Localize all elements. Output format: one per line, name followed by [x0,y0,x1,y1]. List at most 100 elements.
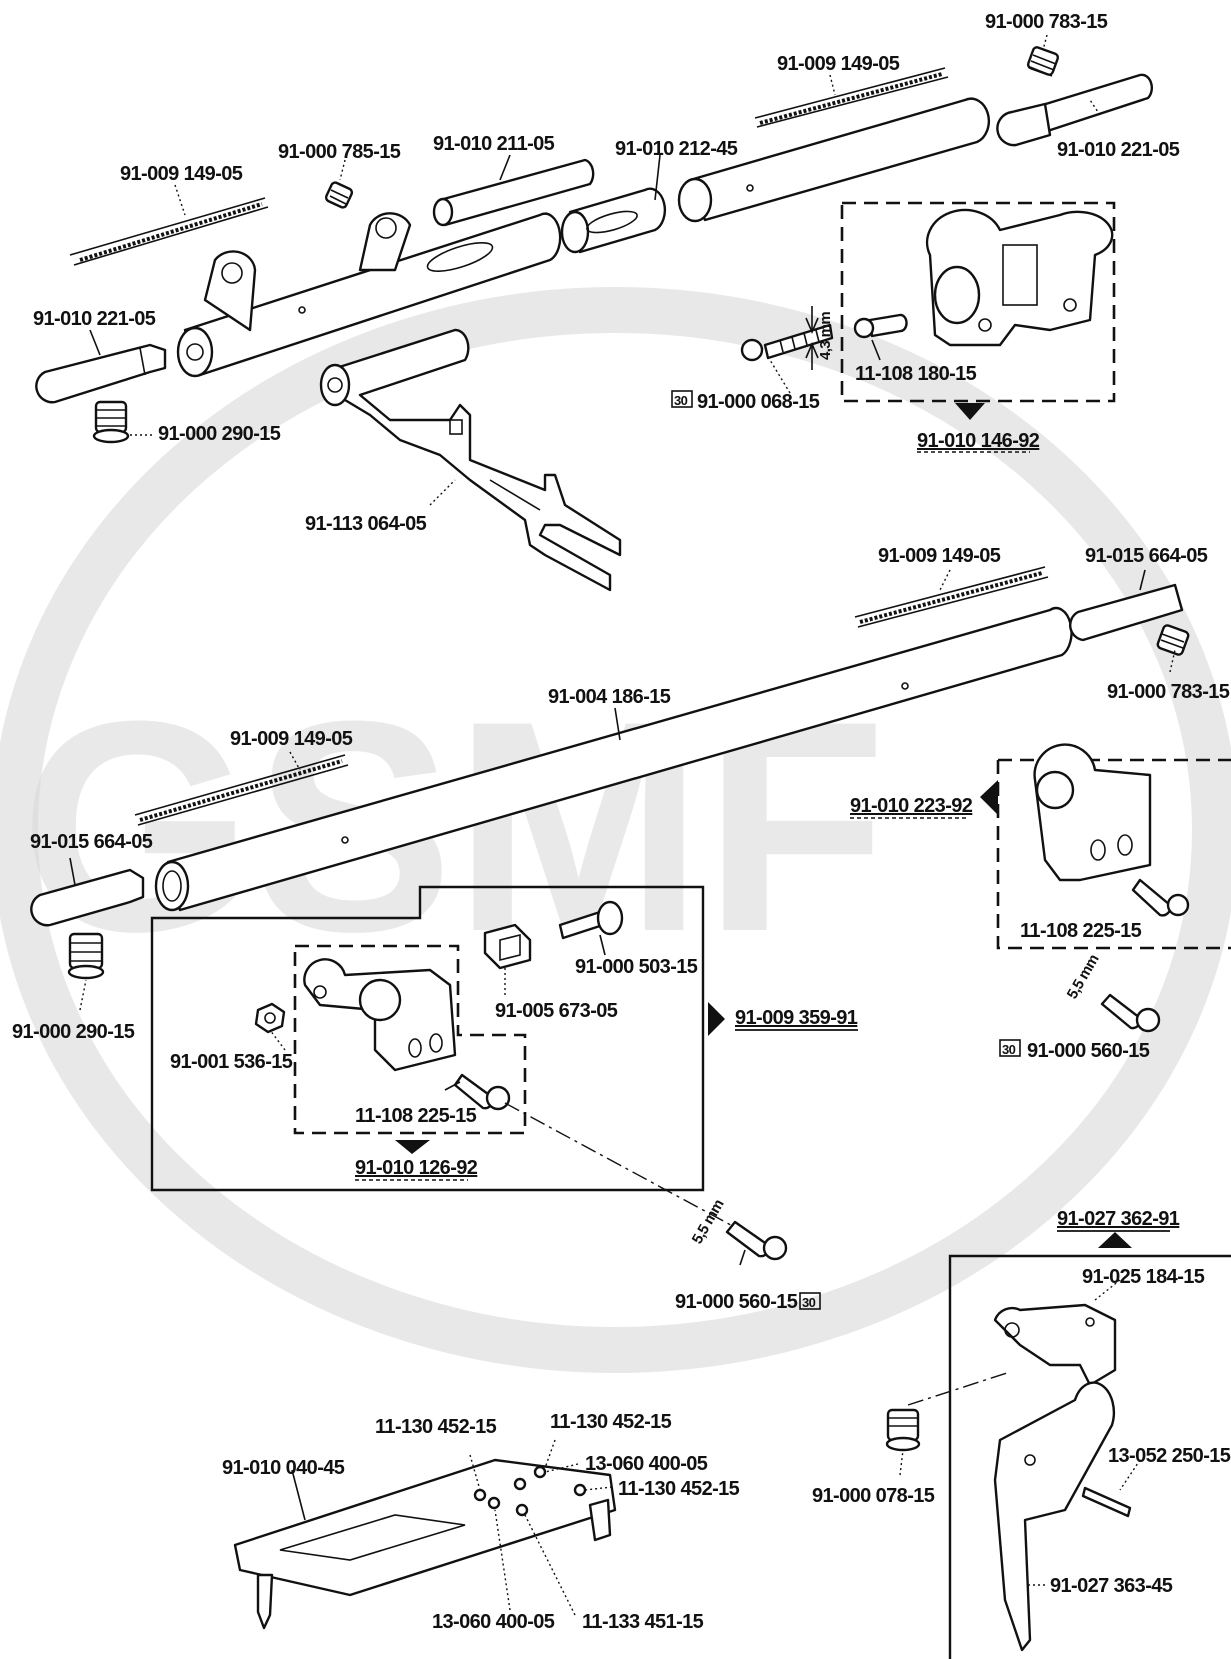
label-p-503: 91-000 503-15 [575,956,698,978]
assembly-box-126 [293,944,527,1135]
rod-211 [438,158,595,227]
label-p-064: 91-113 064-05 [305,513,427,535]
spring-149-left [69,197,269,266]
leader-lines [69,34,1176,1616]
fork-lever-064 [328,328,622,592]
svg-text:30: 30 [1002,1042,1016,1057]
label-p-536: 91-001 536-15 [170,1051,293,1073]
badge-30-560-mid: 30 [799,1292,821,1310]
label-p-664-right: 91-015 664-05 [1085,545,1208,567]
label-dim-55-right: 5,5 mm [1064,952,1103,1002]
screw-290-low [67,932,105,980]
clamp-assembly-359 [150,885,725,1192]
label-p-400-a: 13-060 400-05 [585,1453,708,1475]
label-p-452-c: 11-130 452-15 [618,1478,740,1500]
label-p-451: 11-133 451-15 [582,1611,704,1633]
screw-078 [885,1408,921,1452]
label-p-225-mid: 11-108 225-15 [355,1105,477,1127]
collar-assembly-223 [980,743,1231,1033]
badge-30-068: 30 [671,390,693,408]
label-p-040: 91-010 040-45 [222,1457,345,1479]
assembly-arrow-362 [1098,1232,1132,1248]
label-p-184: 91-025 184-15 [1082,1266,1205,1288]
label-p-180: 11-108 180-15 [855,363,977,385]
nut-536 [254,1002,286,1034]
spring-149-mid [854,566,1049,628]
label-p-250: 13-052 250-15 [1108,1445,1231,1467]
label-p-186: 91-004 186-15 [548,686,671,708]
pin-400-a [533,1465,547,1479]
label-p-785: 91-000 785-15 [278,141,401,163]
label-p-290-top: 91-000 290-15 [158,423,281,445]
label-p-664-left: 91-015 664-05 [30,831,153,853]
pin-452-c [573,1483,587,1497]
pin-452-a [473,1488,487,1502]
main-frame-shaft [183,212,562,377]
label-asm-126: 91-010 126-92 [355,1157,478,1179]
spring-149-low [134,754,349,826]
spring-149-top [754,67,949,128]
label-p-149-low: 91-009 149-05 [230,728,353,750]
sleeve-212 [568,187,667,254]
label-p-211: 91-010 211-05 [433,133,555,155]
label-asm-362: 91-027 362-91 [1057,1208,1180,1230]
label-p-400-b: 13-060 400-05 [432,1611,555,1633]
label-p-783-right: 91-000 783-15 [1107,681,1230,703]
label-p-078: 91-000 078-15 [812,1485,935,1507]
label-p-560-right: 91-000 560-15 [1027,1040,1150,1062]
label-p-783-top: 91-000 783-15 [985,11,1108,33]
label-p-068: 91-000 068-15 [697,391,820,413]
label-dim-55-mid: 5,5 mm [689,1197,728,1247]
upper-shaft-group [35,46,1154,592]
badge-30-560-right: 30 [999,1039,1021,1057]
assembly-box-362 [948,1254,1231,1659]
assembly-arrow-126 [395,1140,430,1154]
lug-middle [358,212,412,272]
knife-assembly-362 [885,1232,1231,1659]
svg-text:30: 30 [802,1295,816,1310]
cone-664-left [30,868,145,927]
label-p-363: 91-027 363-45 [1050,1575,1173,1597]
cone-664-right [1069,583,1184,642]
setscrew-783-top [1026,46,1060,77]
screw-180 [868,313,908,338]
setscrew-785 [324,181,354,209]
label-p-452-b: 11-130 452-15 [550,1411,672,1433]
rod-upper-right [688,97,991,222]
screw-560-right [1100,993,1142,1030]
label-dim-43: 4,3 mm [817,312,834,360]
assembly-arrow-146 [955,403,985,420]
screw-225-right [1131,878,1172,917]
pin-250 [1081,1486,1132,1518]
assembly-arrow-223 [980,780,998,815]
label-p-221-right: 91-010 221-05 [1057,139,1180,161]
part-labels: 91-000 783-15 91-009 149-05 91-010 221-0… [12,11,1231,1633]
assembly-arrow-359 [708,1002,725,1036]
label-p-560-mid: 91-000 560-15 [675,1291,798,1313]
knife-363 [993,1381,1116,1652]
label-p-452-a: 11-130 452-15 [375,1416,497,1438]
watermark: GSMF [0,287,1231,1373]
pin-451 [515,1503,529,1517]
label-p-149-left: 91-009 149-05 [120,163,243,185]
screw-560-mid [725,1220,770,1258]
plate-040 [233,1458,617,1597]
cone-221-left [35,343,167,404]
middle-shaft-group [30,566,1190,980]
pin-400-b [487,1496,501,1510]
rod-upper-right-end [677,177,713,223]
label-p-212: 91-010 212-45 [615,138,738,160]
svg-text:30: 30 [674,393,688,408]
bracket-assembly-146 [740,201,1116,420]
label-p-149-top: 91-009 149-05 [777,53,900,75]
label-asm-359: 91-009 359-91 [735,1007,858,1029]
screw-783-right [1156,624,1190,656]
screw-290-top [92,400,130,444]
main-frame-shaft-end [176,326,214,378]
label-asm-223: 91-010 223-92 [850,795,973,817]
throat-plate-group [233,1458,617,1630]
label-p-290-low: 91-000 290-15 [12,1021,135,1043]
collar-223 [1033,743,1152,882]
centerline-mid [504,1102,741,1231]
